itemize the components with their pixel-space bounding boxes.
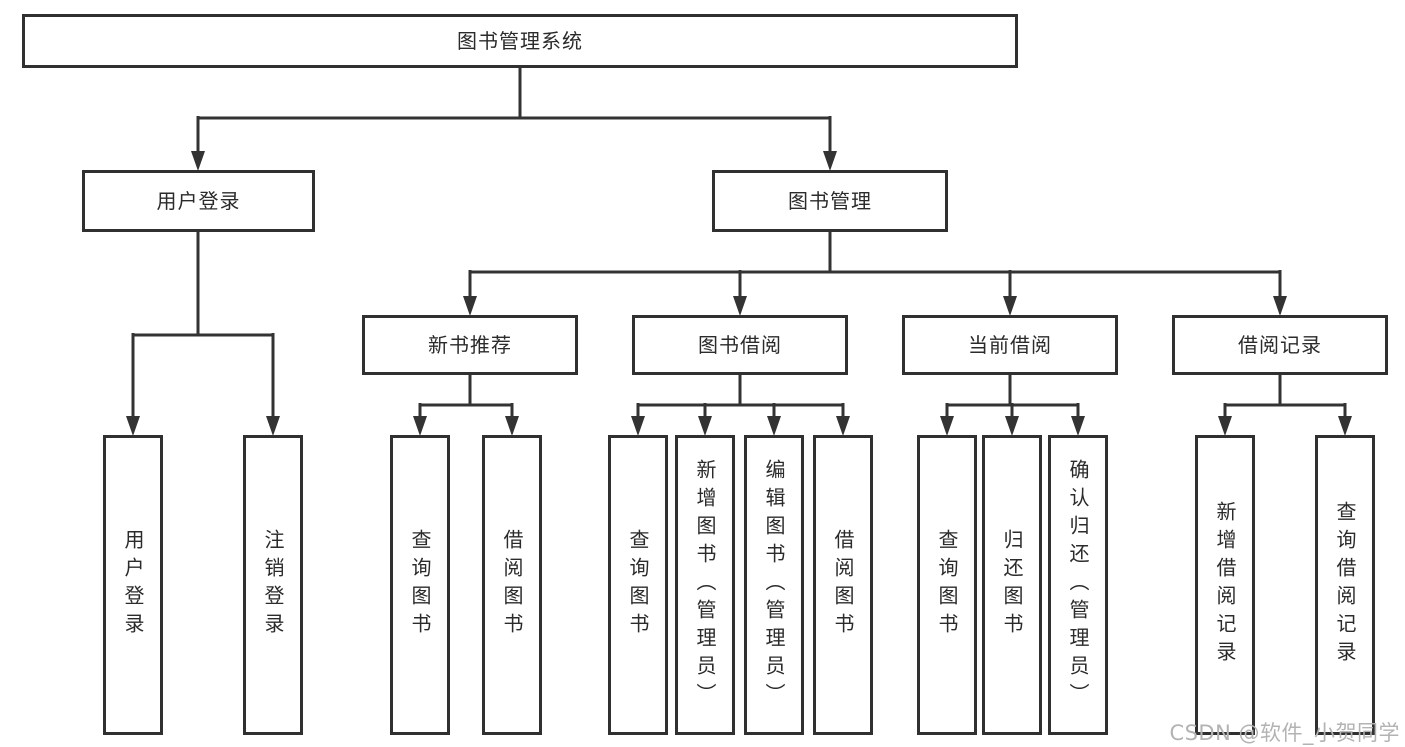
leaf-borrow-books-recommend: 借阅图书 <box>482 435 542 735</box>
node-borrow-records-label: 借阅记录 <box>1238 333 1322 357</box>
leaf-borrow-books-label: 借阅图书 <box>831 529 855 641</box>
leaf-query-books-recommend: 查询图书 <box>390 435 450 735</box>
node-user-login: 用户登录 <box>82 170 315 232</box>
leaf-add-books-admin: 新增图书（管理员） <box>675 435 735 735</box>
leaf-borrow-books-recommend-label: 借阅图书 <box>500 529 524 641</box>
leaf-edit-books-admin-label: 编辑图书（管理员） <box>762 459 786 711</box>
leaf-logout: 注销登录 <box>243 435 303 735</box>
leaf-confirm-return-admin-label: 确认归还（管理员） <box>1066 459 1090 711</box>
leaf-confirm-return-admin: 确认归还（管理员） <box>1048 435 1108 735</box>
leaf-query-books-borrow-label: 查询图书 <box>626 529 650 641</box>
leaf-logout-label: 注销登录 <box>261 529 285 641</box>
leaf-query-books-borrow: 查询图书 <box>608 435 668 735</box>
leaf-add-borrow-record: 新增借阅记录 <box>1195 435 1255 735</box>
leaf-edit-books-admin: 编辑图书（管理员） <box>744 435 804 735</box>
leaf-add-borrow-record-label: 新增借阅记录 <box>1213 501 1237 669</box>
node-new-book-recommend: 新书推荐 <box>362 315 578 375</box>
node-new-book-recommend-label: 新书推荐 <box>428 333 512 357</box>
leaf-return-books: 归还图书 <box>982 435 1042 735</box>
leaf-query-books-current: 查询图书 <box>917 435 977 735</box>
leaf-add-books-admin-label: 新增图书（管理员） <box>693 459 717 711</box>
node-book-management: 图书管理 <box>712 170 948 232</box>
leaf-query-borrow-record-label: 查询借阅记录 <box>1333 501 1357 669</box>
leaf-query-books-current-label: 查询图书 <box>935 529 959 641</box>
arrowheads <box>126 151 1352 436</box>
node-current-borrow-label: 当前借阅 <box>968 333 1052 357</box>
leaf-query-borrow-record: 查询借阅记录 <box>1315 435 1375 735</box>
node-book-borrow: 图书借阅 <box>632 315 848 375</box>
leaf-query-books-recommend-label: 查询图书 <box>408 529 432 641</box>
node-current-borrow: 当前借阅 <box>902 315 1118 375</box>
leaf-user-login: 用户登录 <box>103 435 163 735</box>
leaf-user-login-label: 用户登录 <box>121 529 145 641</box>
node-library-system: 图书管理系统 <box>22 14 1018 68</box>
node-book-management-label: 图书管理 <box>788 189 872 213</box>
node-borrow-records: 借阅记录 <box>1172 315 1388 375</box>
node-library-system-label: 图书管理系统 <box>457 29 583 53</box>
leaf-return-books-label: 归还图书 <box>1000 529 1024 641</box>
node-user-login-label: 用户登录 <box>156 189 241 213</box>
leaf-borrow-books: 借阅图书 <box>813 435 873 735</box>
node-book-borrow-label: 图书借阅 <box>698 333 782 357</box>
